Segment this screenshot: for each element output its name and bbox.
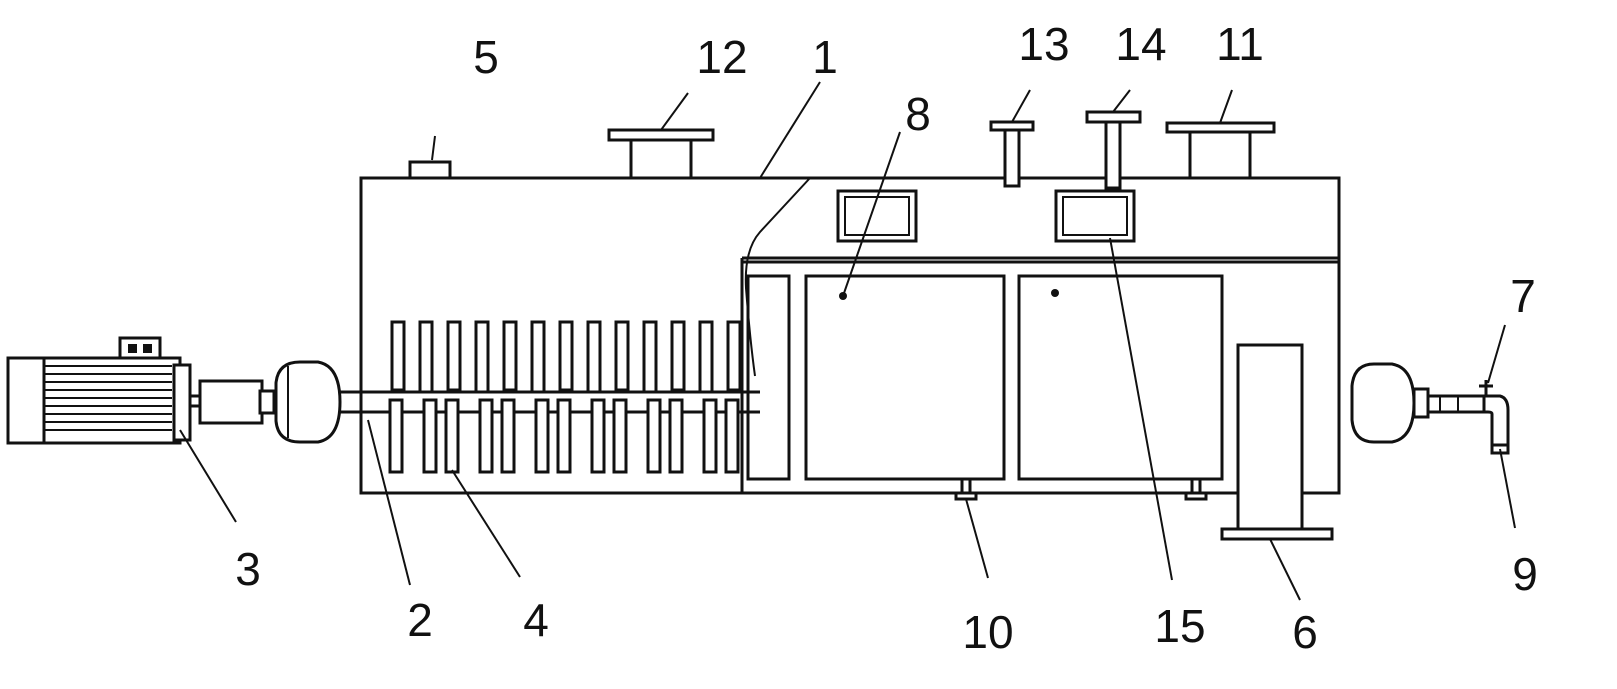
motor-terminal-box [118,336,162,360]
paddle-upper [726,320,742,392]
right-bearing-housing [1350,362,1430,444]
paddle-upper [614,320,630,392]
filter-chamber-right [1017,274,1224,481]
nozzle-11 [1165,121,1276,180]
paddle-lower [388,398,404,474]
label-14: 14 [1115,18,1166,70]
nozzle-13 [989,120,1035,188]
label-13: 13 [1018,18,1069,70]
filter-chamber-middle [804,274,1006,481]
paddle-lower [612,398,628,474]
nozzle-12 [607,128,715,180]
paddle-lower [590,398,606,474]
dryer-body [359,176,1341,495]
left-bearing-housing [274,360,342,444]
paddle-upper [474,320,490,394]
label-11: 11 [1216,18,1264,70]
label-9: 9 [1512,548,1538,600]
leader-lines [179,81,1516,601]
paddle-lower [534,398,550,474]
paddle-lower [422,398,438,474]
nozzle-5 [408,160,452,180]
paddle-lower [668,398,684,474]
paddle-upper [642,320,658,394]
filter-chamber-left [746,274,791,481]
paddle-upper [446,320,462,392]
paddles [388,320,742,474]
label-5: 5 [473,31,499,83]
callout-labels: 5 12 1 8 13 14 11 7 9 6 15 10 4 2 3 [235,18,1538,658]
label-12: 12 [696,31,747,83]
label-3: 3 [235,543,261,595]
motor-flange [172,363,192,442]
paddle-upper [586,320,602,394]
paddle-upper [670,320,686,392]
label-7: 7 [1510,270,1536,322]
paddle-lower [646,398,662,474]
motor [6,336,208,445]
label-8: 8 [905,88,931,140]
paddle-upper [418,320,434,394]
label-10: 10 [962,606,1013,658]
paddle-upper [558,320,574,392]
paddle-lower [724,398,740,474]
paddle-upper [390,320,406,392]
rotary-joint [1426,394,1510,447]
paddle-lower [478,398,494,474]
coupling [198,379,276,425]
paddle-lower [556,398,572,474]
paddle-upper [502,320,518,392]
steam-inlet-7 [1479,380,1493,396]
motor-cooling-fins [42,358,172,443]
label-6: 6 [1292,606,1318,658]
label-1: 1 [812,31,838,83]
drain-valve-left [954,477,978,501]
discharge-outlet [1220,343,1334,541]
label-15: 15 [1154,600,1205,652]
paddle-lower [702,398,718,474]
label-2: 2 [407,594,433,646]
sight-window-right [1054,189,1136,243]
paddle-upper [530,320,546,394]
drain-valve-right [1184,477,1208,501]
paddle-upper [698,320,714,394]
paddle-lower [500,398,516,474]
paddle-lower [444,398,460,474]
main-shaft [340,390,760,414]
label-4: 4 [523,594,549,646]
